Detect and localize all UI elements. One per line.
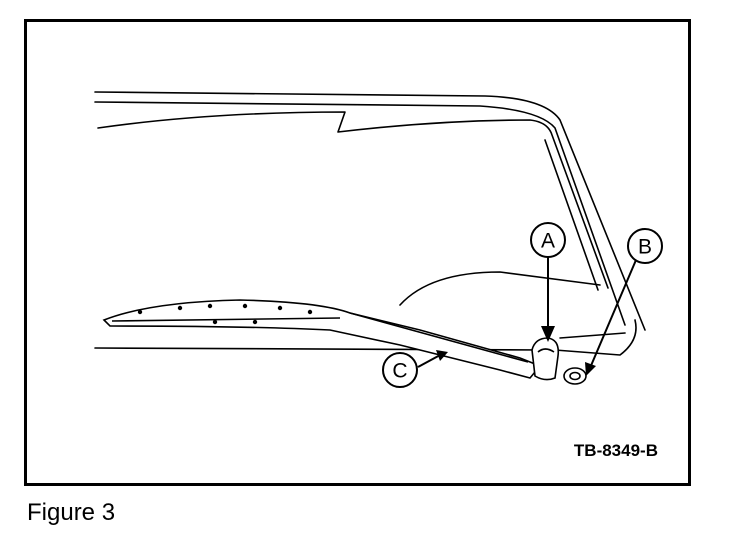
body-lower-right bbox=[554, 319, 637, 356]
figure-caption: Figure 3 bbox=[27, 499, 116, 526]
callout-b: B bbox=[627, 228, 663, 264]
arrowhead-c bbox=[436, 350, 448, 361]
body-rear-edge bbox=[559, 332, 626, 339]
roof-line-top bbox=[94, 91, 646, 331]
pivot-cap bbox=[531, 337, 560, 381]
roof-line-second bbox=[94, 101, 626, 326]
window-glass-inner bbox=[544, 139, 599, 291]
wiper-blade bbox=[102, 299, 542, 379]
callout-c-label: C bbox=[392, 360, 407, 383]
body-curve bbox=[399, 271, 601, 306]
callout-a-label: A bbox=[541, 230, 555, 253]
callout-b-label: B bbox=[638, 236, 652, 259]
pivot-nut bbox=[563, 367, 587, 385]
arrowhead-a bbox=[541, 326, 555, 342]
callout-a: A bbox=[530, 222, 566, 258]
leader-c bbox=[417, 353, 443, 368]
figure-reference-code: TB-8349-B bbox=[573, 441, 658, 460]
window-glass-outline bbox=[97, 111, 609, 289]
callout-c: C bbox=[382, 352, 418, 388]
arrowhead-b bbox=[585, 362, 596, 376]
leader-b bbox=[589, 259, 637, 369]
figure-frame: TB-8349-B bbox=[24, 19, 691, 486]
